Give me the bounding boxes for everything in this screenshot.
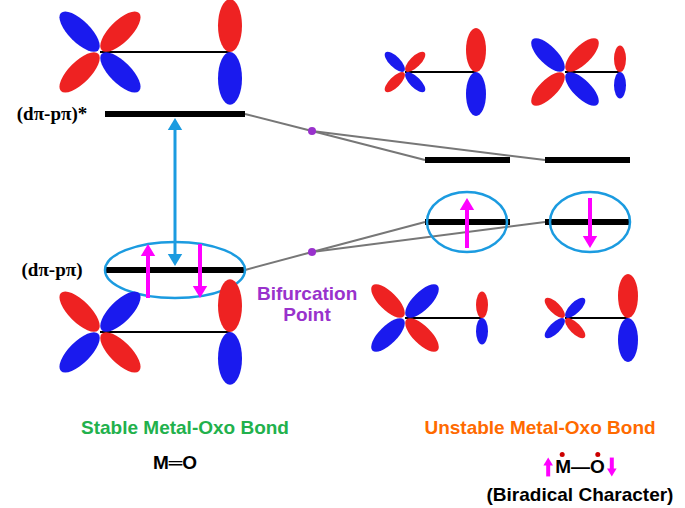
d-orbital-lobe [53, 5, 106, 58]
excitation-arrow [174, 130, 177, 254]
p-orbital-lobe [218, 332, 242, 385]
bond-caption: Stable Metal-Oxo Bond [81, 418, 289, 439]
d-orbital-lobe [366, 279, 410, 323]
p-orbital-lobe [466, 28, 486, 72]
energy-level [425, 157, 510, 163]
p-orbital-lobe [218, 279, 242, 332]
level-label: (dπ-pπ) [22, 260, 83, 281]
p-orbital-lobe [618, 318, 638, 362]
d-orbital-lobe [402, 49, 428, 75]
energy-level [545, 219, 630, 225]
d-orbital-lobe [382, 49, 408, 75]
d-orbital-lobe [94, 326, 147, 379]
bifurcation-label: Bifurcation Point [257, 284, 357, 326]
level-label: (dπ-pπ)* [17, 104, 87, 125]
bond-line [405, 317, 482, 319]
energy-level [105, 111, 245, 117]
arrow-head [168, 118, 182, 130]
d-orbital-lobe [53, 326, 106, 379]
p-orbital-lobe [218, 52, 242, 105]
bifurcation-dot [308, 248, 316, 256]
bond-line [100, 331, 230, 333]
d-orbital-lobe [562, 315, 588, 341]
d-orbital-lobe [53, 285, 106, 338]
arrow-head [460, 198, 474, 210]
bond-line [405, 71, 476, 73]
p-orbital-lobe [614, 46, 626, 72]
arrow-head [168, 254, 182, 266]
energy-level [105, 267, 245, 273]
d-orbital-lobe [382, 69, 408, 95]
d-orbital-lobe [562, 295, 588, 321]
arrow-head [607, 468, 617, 476]
d-orbital-lobe [542, 315, 568, 341]
d-orbital-lobe [94, 46, 147, 99]
d-orbital-lobe [560, 33, 604, 77]
p-orbital-lobe [466, 72, 486, 116]
spin-arrow [146, 254, 150, 298]
bond-formula: M—O [555, 457, 605, 478]
p-orbital-lobe [618, 274, 638, 318]
correlation-line [312, 131, 425, 160]
p-orbital-lobe [218, 0, 242, 52]
bond-line [100, 51, 230, 53]
spin-arrow [588, 198, 592, 238]
d-orbital-lobe [402, 69, 428, 95]
correlation-line [312, 222, 425, 252]
arrow-head [543, 458, 553, 466]
arrow-head [583, 236, 597, 248]
d-orbital-lobe [542, 295, 568, 321]
spin-arrow [198, 244, 202, 288]
electron-ring [427, 192, 507, 252]
energy-level [545, 157, 630, 163]
p-orbital-lobe [476, 318, 488, 344]
d-orbital-lobe [53, 46, 106, 99]
spin-arrow [465, 208, 469, 248]
bond-caption: Unstable Metal-Oxo Bond [424, 418, 655, 439]
d-orbital-lobe [400, 279, 444, 323]
bond-line [565, 317, 628, 319]
p-orbital-lobe [614, 72, 626, 98]
d-orbital-lobe [560, 67, 604, 111]
d-orbital-lobe [526, 67, 570, 111]
arrow-head [193, 286, 207, 298]
correlation-line [245, 252, 312, 270]
correlation-line [312, 131, 545, 160]
d-orbital-lobe [94, 5, 147, 58]
bond-line [565, 71, 620, 73]
bond-formula: M═O [153, 453, 197, 474]
bifurcation-dot [308, 127, 316, 135]
d-orbital-lobe [526, 33, 570, 77]
arrow-head [141, 244, 155, 256]
correlation-line [245, 114, 312, 131]
d-orbital-lobe [400, 313, 444, 357]
bond-caption: (Biradical Character) [487, 485, 674, 506]
d-orbital-lobe [94, 285, 147, 338]
electron-ring [550, 192, 630, 252]
d-orbital-lobe [366, 313, 410, 357]
p-orbital-lobe [476, 292, 488, 318]
